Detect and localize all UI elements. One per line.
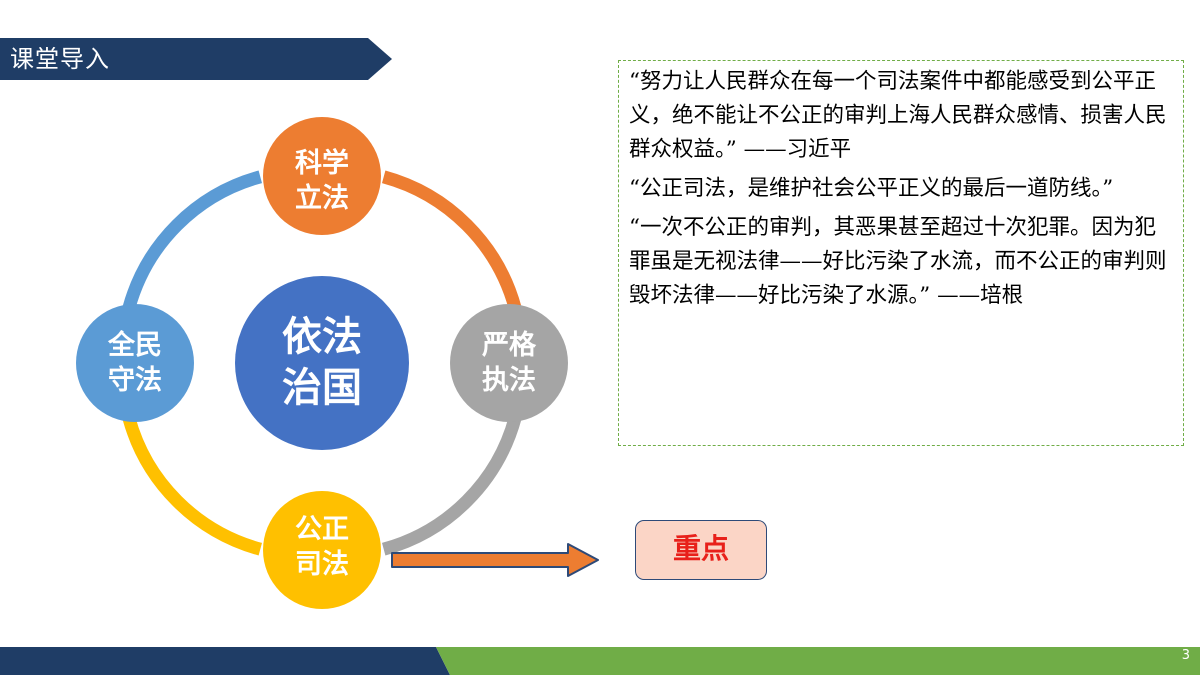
node-bottom-line2: 司法 <box>295 548 349 580</box>
node-circle-top <box>263 117 381 235</box>
node-bottom-line1: 公正 <box>295 514 349 545</box>
node-top-line1: 科学 <box>295 148 349 179</box>
node-circle-bottom <box>263 491 381 609</box>
quote-3: “一次不公正的审判，其恶果甚至超过十次犯罪。因为犯罪虽是无视法律——好比污染了水… <box>629 215 1167 308</box>
center-circle <box>235 276 409 450</box>
page-title: 课堂导入 <box>10 45 110 73</box>
ring-segment-bottom-right <box>381 415 522 556</box>
arrow-right-icon <box>391 543 599 577</box>
quote-2: “公正司法，是维护社会公平正义的最后一道防线。” <box>629 176 1114 201</box>
title-banner: 课堂导入 <box>0 38 392 80</box>
node-left-line2: 守法 <box>108 364 162 396</box>
node-circle-right <box>450 304 568 422</box>
ring-segment-top-left <box>122 170 263 311</box>
quote-1: “努力让人民群众在每一个司法案件中都能感受到公平正义，绝不能让不公正的审判上海人… <box>629 69 1167 162</box>
cycle-diagram <box>76 117 568 609</box>
node-label-right: 严格 执法 <box>449 329 569 398</box>
ring-segment-bottom-left <box>122 415 263 556</box>
center-line2: 治国 <box>282 365 362 412</box>
node-label-left: 全民 守法 <box>75 329 195 398</box>
keypoint-box: 重点 <box>635 520 767 580</box>
footer-band <box>0 647 1200 675</box>
center-label: 依法 治国 <box>242 312 402 414</box>
node-top-line2: 立法 <box>295 182 349 214</box>
node-circle-left <box>76 304 194 422</box>
node-label-top: 科学 立法 <box>262 147 382 216</box>
center-line1: 依法 <box>282 314 362 360</box>
quote-box: “努力让人民群众在每一个司法案件中都能感受到公平正义，绝不能让不公正的审判上海人… <box>618 60 1184 446</box>
node-right-line2: 执法 <box>482 364 536 396</box>
node-label-bottom: 公正 司法 <box>262 513 382 582</box>
ring-segment-top-right <box>381 170 522 311</box>
node-left-line1: 全民 <box>108 330 162 361</box>
node-right-line1: 严格 <box>482 330 536 361</box>
title-banner-shape <box>0 38 392 80</box>
page-number: 3 <box>1181 648 1190 663</box>
